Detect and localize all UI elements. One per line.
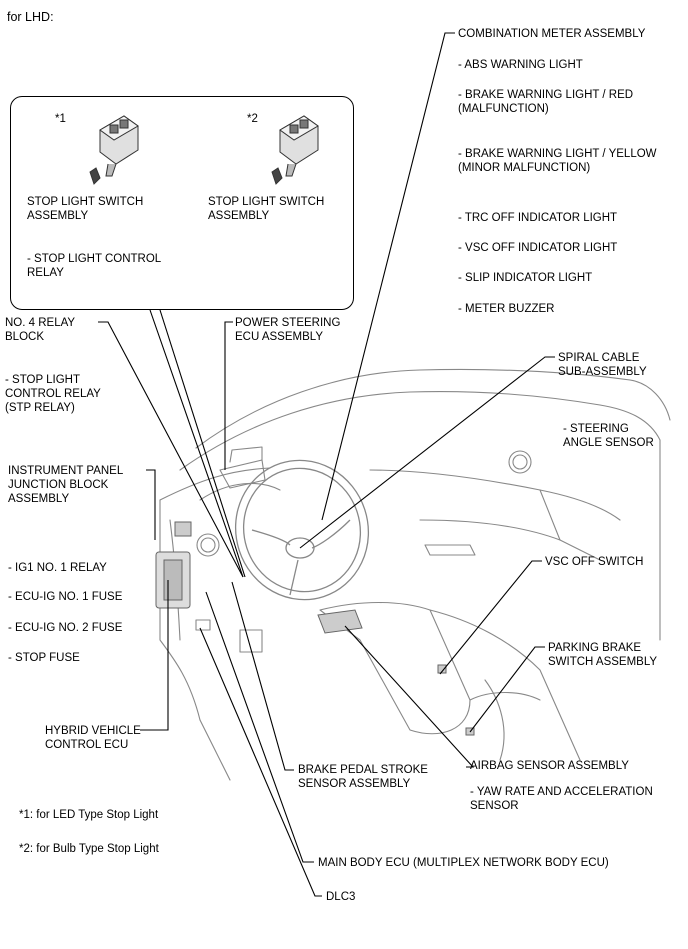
ip-junction-label: INSTRUMENT PANEL JUNCTION BLOCK ASSEMBLY — [8, 465, 124, 505]
brake-pedal-stroke-label: BRAKE PEDAL STROKE SENSOR ASSEMBLY — [298, 764, 428, 790]
stop-light-control-relay-label: - STOP LIGHT CONTROL RELAY — [27, 253, 162, 279]
junction-block-shape — [155, 521, 192, 609]
power-steering-label: POWER STEERING ECU ASSEMBLY — [235, 317, 341, 343]
switch-2-drawing — [271, 115, 319, 185]
hybrid-ecu-label: HYBRID VEHICLE CONTROL ECU — [45, 725, 141, 751]
stop-light-switch-callout — [10, 96, 354, 310]
stop-fuse-label: - STOP FUSE — [8, 652, 80, 664]
stop-light-switch-2-label: STOP LIGHT SWITCH ASSEMBLY — [208, 196, 325, 222]
footnote-2: *2: for Bulb Type Stop Light — [19, 843, 159, 855]
page-title: for LHD: — [7, 10, 54, 24]
brake-warning-red-label: - BRAKE WARNING LIGHT / RED (MALFUNCTION… — [458, 89, 634, 115]
callout-marker-1: *1 — [55, 113, 66, 125]
main-body-ecu-label: MAIN BODY ECU (MULTIPLEX NETWORK BODY EC… — [318, 857, 609, 869]
meter-buzzer-label: - METER BUZZER — [458, 303, 555, 315]
ecu-ig2-label: - ECU-IG NO. 2 FUSE — [8, 622, 123, 634]
ecu-ig1-label: - ECU-IG NO. 1 FUSE — [8, 591, 123, 603]
stop-light-switch-1-label: STOP LIGHT SWITCH ASSEMBLY — [27, 196, 144, 222]
footnote-1: *1: for LED Type Stop Light — [19, 809, 159, 821]
vsc-off-indicator-label: - VSC OFF INDICATOR LIGHT — [458, 242, 618, 254]
brake-warning-yellow-label: - BRAKE WARNING LIGHT / YELLOW (MINOR MA… — [458, 148, 657, 174]
yaw-rate-label: - YAW RATE AND ACCELERATION SENSOR — [470, 786, 653, 812]
stp-relay-label: - STOP LIGHT CONTROL RELAY (STP RELAY) — [5, 374, 101, 414]
dash-top-outline — [195, 368, 631, 449]
slip-indicator-label: - SLIP INDICATOR LIGHT — [458, 272, 593, 284]
steering-wheel — [234, 459, 370, 601]
trc-off-label: - TRC OFF INDICATOR LIGHT — [458, 212, 618, 224]
airbag-sensor-label: AIRBAG SENSOR ASSEMBLY — [470, 760, 629, 772]
steering-angle-label: - STEERING ANGLE SENSOR — [563, 423, 654, 449]
ig1-relay-label: - IG1 NO. 1 RELAY — [8, 562, 107, 574]
abs-warning-label: - ABS WARNING LIGHT — [458, 59, 583, 71]
callout-marker-2: *2 — [247, 113, 258, 125]
switch-1-drawing — [89, 115, 139, 185]
spiral-cable-label: SPIRAL CABLE SUB-ASSEMBLY — [558, 352, 647, 378]
relay-block-label: NO. 4 RELAY BLOCK — [5, 317, 76, 343]
combination-meter-label: COMBINATION METER ASSEMBLY — [458, 28, 646, 40]
dlc3-label: DLC3 — [326, 891, 356, 903]
leader-lines — [98, 32, 555, 897]
parking-brake-label: PARKING BRAKE SWITCH ASSEMBLY — [548, 642, 658, 668]
vsc-off-switch-label: VSC OFF SWITCH — [545, 556, 644, 568]
